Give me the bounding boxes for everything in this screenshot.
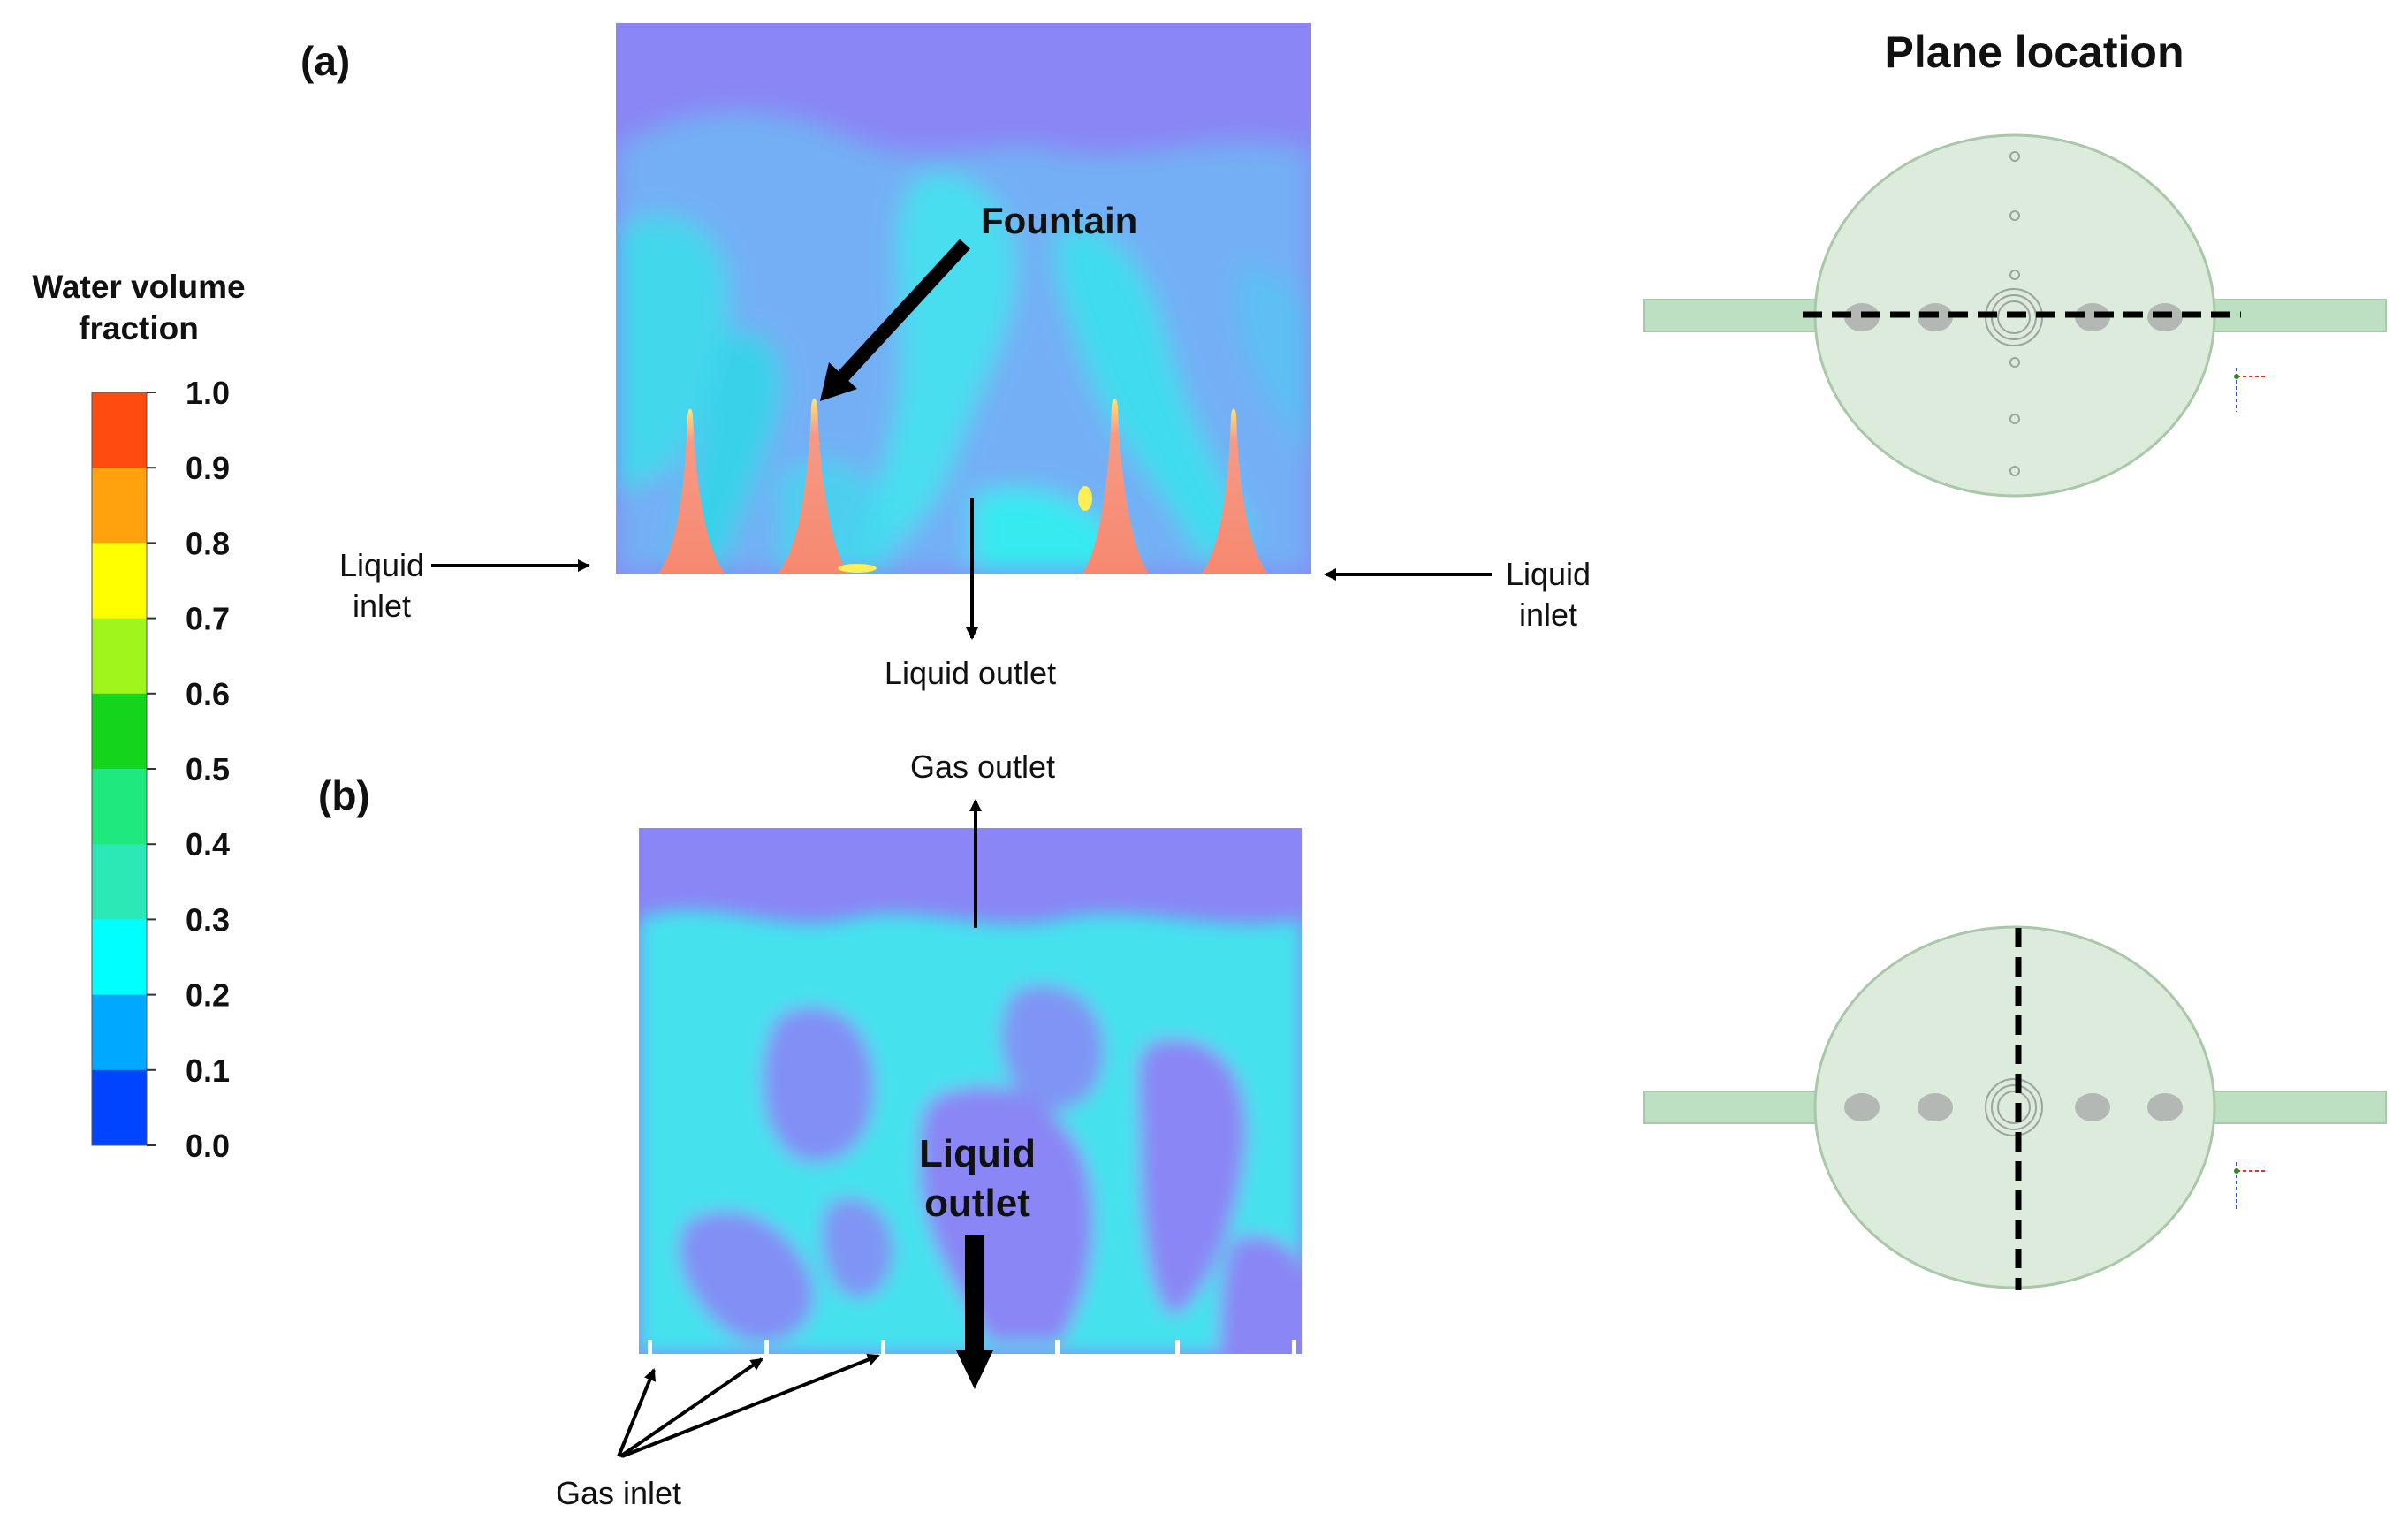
gas-outlet-label: Gas outlet [910, 749, 1055, 785]
colorbar-swatch [92, 919, 147, 996]
colorbar-swatch [92, 844, 147, 920]
colorbar-swatch [92, 1069, 147, 1146]
liquid-inlet-left-line1: Liquid [339, 547, 424, 583]
colorbar-tick-label: 0.8 [186, 525, 230, 561]
central-outlet-b [1985, 1078, 2043, 1136]
gas-inlet-arrow-1 [617, 1368, 656, 1457]
colorbar-swatch [92, 994, 147, 1071]
inlet-pipe-right-b [2207, 1091, 2387, 1124]
colorbar-swatch [92, 618, 147, 695]
contour-plot-b [639, 828, 1302, 1354]
colorbar-swatch [92, 543, 147, 620]
liquid-outlet-b-line2: outlet [924, 1182, 1030, 1225]
fountain-jets [658, 399, 1267, 574]
liquid-inlet-left-line2: inlet [353, 588, 411, 624]
liquid-inlet-left: Liquid inlet [339, 547, 590, 624]
colorbar-tick-label: 0.4 [186, 826, 230, 863]
axis-triad-b [2234, 1162, 2267, 1209]
fountain-label: Fountain [981, 200, 1137, 241]
colorbar-tick-label: 0.6 [186, 676, 230, 712]
liquid-inlet-right-line2: inlet [1519, 597, 1577, 633]
colorbar-tick-label: 0.7 [186, 601, 230, 637]
gas-inlet: Gas inlet [556, 1353, 880, 1511]
colorbar-tick-label: 0.5 [186, 751, 230, 787]
colorbar-tick-label: 0.3 [186, 901, 230, 938]
nozzles-a [1844, 303, 2183, 331]
colorbar: Water volume fraction 1.0 0.9 0.8 0.7 0.6 0.5… [32, 269, 245, 1164]
inlet-pipe-left-a [1643, 299, 1821, 332]
vessel-top-view-a [1643, 133, 2387, 498]
liquid-outlet-b-line1: Liquid [919, 1132, 1036, 1175]
colorbar-ticks: 1.0 0.9 0.8 0.7 0.6 0.5 0.4 0.3 0.2 0.1 0.0 [147, 375, 230, 1164]
fountain-annotation: Fountain [820, 200, 1137, 401]
nozzles-b [1844, 1093, 2183, 1121]
colorbar-swatches [91, 392, 148, 1146]
fountain-arrow-head [820, 362, 857, 401]
colorbar-swatch [92, 769, 147, 845]
colorbar-tick-label: 1.0 [186, 375, 230, 411]
fountain-arrow [836, 239, 970, 384]
colorbar-swatch [92, 392, 147, 468]
gas-outlet: Gas outlet [910, 749, 1055, 928]
contour-plot-a [616, 23, 1311, 574]
colorbar-tick-label: 0.2 [186, 977, 230, 1014]
liquid-outlet-b-arrow-shaft [965, 1235, 984, 1352]
inlet-pipe-left-b [1643, 1091, 1821, 1124]
colorbar-tick-label: 0.1 [186, 1053, 230, 1089]
liquid-outlet-a-label: Liquid outlet [885, 655, 1056, 691]
gas-inlet-arrow-2 [619, 1357, 763, 1458]
liquid-outlet-a: Liquid outlet [885, 498, 1056, 691]
colorbar-tick-label: 0.0 [186, 1128, 230, 1164]
inlet-pipe-right-a [2207, 299, 2387, 332]
vessel-top-view-b [1643, 925, 2387, 1290]
colorbar-swatch [92, 693, 147, 770]
gas-inlet-label: Gas inlet [556, 1475, 681, 1511]
colorbar-swatch [92, 468, 147, 544]
vessel-outline-b [1813, 925, 2216, 1289]
gas-inlet-arrow-3 [621, 1353, 880, 1458]
panel-label-a: (a) [300, 38, 350, 84]
gas-inlet-nozzles [648, 1340, 1296, 1354]
liquid-inlet-right: Liquid inlet [1324, 556, 1591, 633]
liquid-outlet-b-arrow-head [956, 1350, 993, 1389]
colorbar-title-line1: Water volume [32, 269, 245, 305]
colorbar-tick-label: 0.9 [186, 450, 230, 486]
colorbar-title-line2: fraction [79, 310, 199, 346]
axis-triad-a [2234, 368, 2267, 412]
liquid-inlet-right-line1: Liquid [1506, 556, 1591, 592]
plane-location-title: Plane location [1885, 27, 2184, 77]
small-ports-a [2009, 151, 2020, 476]
panel-label-b: (b) [318, 772, 370, 818]
liquid-outlet-b: Liquid outlet [919, 1132, 1036, 1389]
